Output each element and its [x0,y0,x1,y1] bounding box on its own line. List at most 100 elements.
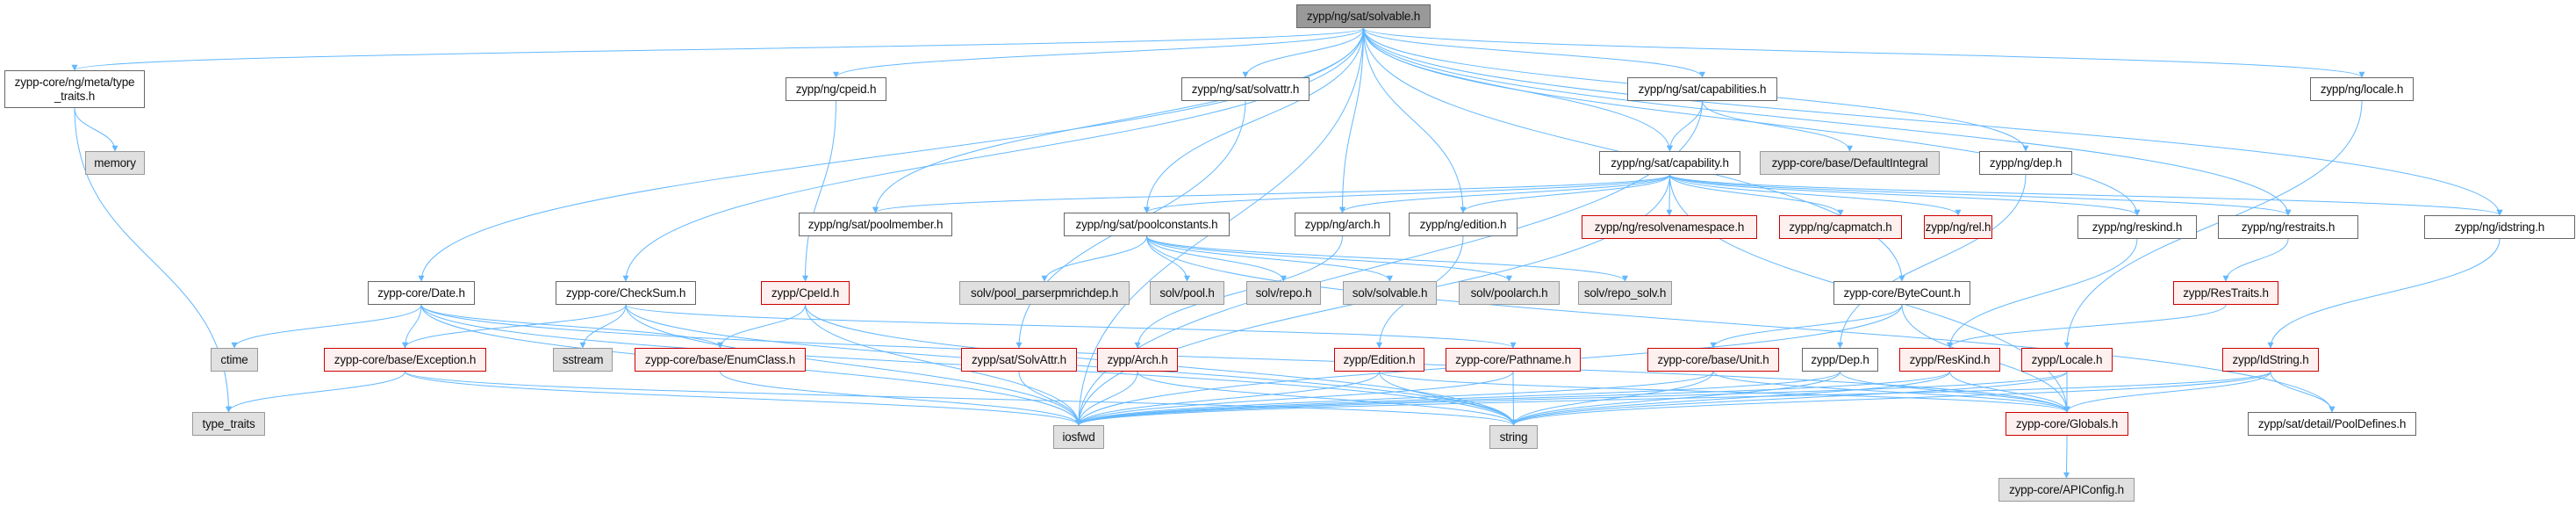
edge-dep-to-iosfwd [1075,371,1841,426]
node-pooldefines[interactable]: zypp/sat/detail/PoolDefines.h [2248,412,2416,436]
node-type-traits-h[interactable]: zypp-core/ng/meta/type _traits.h [4,70,145,108]
node-apiconfig[interactable]: zypp-core/APIConfig.h [1998,478,2135,502]
node-checksum[interactable]: zypp-core/CheckSum.h [556,281,696,305]
node-arch[interactable]: zypp/Arch.h [1097,348,1178,372]
edge-solvable-to-checksum [622,27,1364,282]
edge-idstring-to-iosfwd [1075,371,2271,426]
node-dep[interactable]: zypp/Dep.h [1802,348,1878,372]
edge-capability-to-edition-ng [1460,174,1670,213]
node-exception[interactable]: zypp-core/base/Exception.h [324,348,486,372]
node-idstring[interactable]: zypp/IdString.h [2222,348,2319,372]
node-poolconstants[interactable]: zypp/ng/sat/poolconstants.h [1064,213,1230,236]
node-string[interactable]: string [1489,425,1538,449]
node-type-traits[interactable]: type_traits [192,412,265,436]
node-capabilities[interactable]: zypp/ng/sat/capabilities.h [1627,77,1777,101]
node-date[interactable]: zypp-core/Date.h [368,281,475,305]
edge-cpeid-ng-to-cpeid [802,100,836,282]
node-cpeid[interactable]: zypp/CpeId.h [761,281,850,305]
edge-cpeid-to-enumclass [717,304,806,349]
node-solvattr[interactable]: zypp/sat/SolvAttr.h [961,348,1077,372]
node-solv-repo[interactable]: solv/repo.h [1246,281,1321,305]
edge-solvable-to-date [418,27,1364,282]
node-restraits[interactable]: zypp/ResTraits.h [2173,281,2278,305]
node-cpeid-ng[interactable]: zypp/ng/cpeid.h [786,77,886,101]
edge-capability-to-poolmember [872,174,1670,213]
node-pathname[interactable]: zypp-core/Pathname.h [1446,348,1581,372]
node-idstring-ng[interactable]: zypp/ng/idstring.h [2424,215,2575,239]
edge-capability-to-poolconstants [1144,174,1670,213]
edge-idstring-ng-to-idstring [2267,238,2501,349]
edge-poolconstants-to-solv-repo [1146,235,1287,282]
node-unit[interactable]: zypp-core/base/Unit.h [1647,348,1779,372]
edge-reskind-to-string [1510,371,1950,426]
edge-capability-to-arch-ng [1339,174,1670,213]
node-solv-poolarch[interactable]: solv/poolarch.h [1459,281,1560,305]
node-edition-ng[interactable]: zypp/ng/edition.h [1409,213,1518,236]
edge-solvable-to-poolconstants [1144,27,1364,213]
edge-reskind-to-globals [1949,371,2070,413]
edge-idstring-to-string [1510,371,2271,426]
node-poolmember[interactable]: zypp/ng/sat/poolmember.h [799,213,952,236]
node-arch-ng[interactable]: zypp/ng/arch.h [1295,213,1390,236]
edge-unit-to-iosfwd [1075,371,1714,426]
edge-solvable-to-type-traits-h [71,27,1364,71]
edge-capabilities-to-capability [1667,100,1703,152]
node-capmatch[interactable]: zypp/ng/capmatch.h [1779,215,1902,239]
edge-poolconstants-to-solv-solvable [1146,235,1393,282]
edge-capability-to-rel [1669,174,1962,216]
edge-unit-to-globals [1712,371,2070,413]
node-bytecount[interactable]: zypp-core/ByteCount.h [1833,281,1970,305]
node-dep-ng[interactable]: zypp/ng/dep.h [1979,151,2072,175]
edge-enumclass-to-iosfwd [720,371,1082,426]
node-solv-solvable[interactable]: solv/solvable.h [1343,281,1437,305]
node-solvattr-ng[interactable]: zypp/ng/sat/solvattr.h [1181,77,1310,101]
node-restraits-ng[interactable]: zypp/ng/restraits.h [2218,215,2358,239]
edge-type-traits-h-to-memory [74,107,118,152]
node-enumclass[interactable]: zypp-core/base/EnumClass.h [635,348,806,372]
edge-checksum-to-iosfwd [625,304,1082,426]
node-locale-ng[interactable]: zypp/ng/locale.h [2310,77,2414,101]
node-locale[interactable]: zypp/Locale.h [2021,348,2113,372]
edge-capability-to-reskind-ng [1669,174,2141,216]
edge-poolconstants-to-solv-poolarch [1146,235,1512,282]
edge-poolconstants-to-pool-parserpmrichdep [1041,235,1147,282]
node-pool-parserpmrichdep[interactable]: solv/pool_parserpmrichdep.h [959,281,1130,305]
node-capability[interactable]: zypp/ng/sat/capability.h [1599,151,1740,175]
edge-cpeid-to-iosfwd [805,304,1082,426]
node-globals[interactable]: zypp-core/Globals.h [2006,412,2128,436]
edge-restraits-ng-to-restraits [2222,238,2289,282]
edge-date-to-enumclass [420,304,723,349]
node-reskind-ng[interactable]: zypp/ng/reskind.h [2077,215,2197,239]
node-solv-repo-solv[interactable]: solv/repo_solv.h [1578,281,1672,305]
node-resolvenamespace[interactable]: zypp/ng/resolvenamespace.h [1582,215,1757,239]
edge-exception-to-type-traits [226,371,405,413]
node-solvable[interactable]: zypp/ng/sat/solvable.h [1296,4,1431,28]
edge-exception-to-string [405,371,1517,426]
edge-solvable-to-arch-ng [1339,27,1364,213]
edge-exception-to-iosfwd [405,371,1082,426]
edge-edition-to-iosfwd [1075,371,1380,426]
node-reskind[interactable]: zypp/ResKind.h [1899,348,2000,372]
edge-unit-to-string [1510,371,1714,426]
edge-reskind-ng-to-reskind [1947,238,2138,349]
edge-solvattr-to-iosfwd [1018,371,1082,426]
node-solv-pool[interactable]: solv/pool.h [1150,281,1224,305]
edge-solvable-to-capabilities [1363,27,1705,78]
node-defaultintegral[interactable]: zypp-core/base/DefaultIntegral [1760,151,1940,175]
node-ctime[interactable]: ctime [211,348,258,372]
edge-checksum-to-sstream [579,304,627,349]
edge-pathname-to-iosfwd [1075,371,1514,426]
node-rel[interactable]: zypp/ng/rel.h [1924,215,1992,239]
edge-edition-to-string [1379,371,1517,426]
node-memory[interactable]: memory [85,151,145,175]
node-edition[interactable]: zypp/Edition.h [1334,348,1424,372]
edge-reskind-to-iosfwd [1075,371,1950,426]
edge-solvable-to-locale-ng [1363,27,2365,78]
node-iosfwd[interactable]: iosfwd [1053,425,1104,449]
node-sstream[interactable]: sstream [553,348,613,372]
edge-capability-to-capmatch [1669,174,1844,216]
edge-capability-to-idstring-ng [1669,174,2503,216]
edge-locale-ng-to-locale [2063,100,2363,349]
edge-solvable-to-restraits-ng [1363,27,2292,216]
edge-restraits-to-reskind [1947,304,2227,349]
